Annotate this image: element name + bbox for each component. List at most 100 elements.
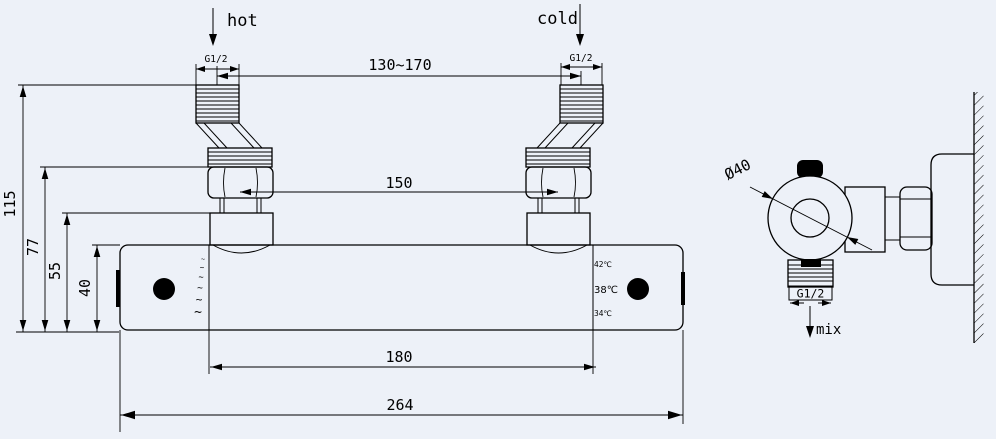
dim-arrow-icon: [822, 300, 831, 306]
left-knob-dot: [153, 278, 175, 300]
dim-arrow-icon: [593, 64, 602, 70]
hot-collar-thread-lines: [208, 151, 272, 165]
cold-connector-block: [526, 212, 591, 246]
right-knob-dot: [627, 278, 649, 300]
cold-neck-lines: [537, 198, 580, 213]
body-height-value: 40: [76, 279, 94, 297]
hot-connector-block: [209, 212, 274, 246]
wave-symbol: ~: [197, 283, 203, 294]
hot-thread-size-dim: G1/2: [195, 54, 240, 85]
cold-hex-nut: [525, 166, 592, 199]
hot-inlet-assembly: [195, 84, 274, 254]
total-width-dim-lines: [119, 330, 684, 432]
nut-span-dimension: 150: [240, 174, 558, 196]
mix-label: mix: [816, 322, 841, 338]
valve-body: ~ ~ ~ ~ ~ ~ 42℃ 38℃ 34℃: [116, 244, 685, 331]
outlet-seal-band: [801, 259, 821, 267]
cold-collar-thread-lines: [526, 151, 590, 165]
hot-nut-facets: [223, 167, 258, 198]
temp-mark-38: 38℃: [594, 285, 618, 296]
wave-symbols: ~ ~ ~ ~ ~ ~: [194, 255, 205, 320]
temp-mark-34: 34℃: [594, 309, 612, 318]
dim-arrow-icon: [561, 64, 570, 70]
cold-nut-facets: [541, 167, 576, 198]
hot-upper-thread-lines: [196, 88, 239, 122]
dim-arrow-icon: [584, 363, 595, 371]
dim-arrow-icon: [217, 72, 228, 80]
hot-hex-nut: [207, 166, 274, 199]
total-height-value: 115: [1, 190, 19, 217]
mix-flow-callout: mix: [806, 306, 841, 338]
cold-upper-thread-outline: [559, 84, 604, 124]
dim-arrow-icon: [761, 191, 773, 199]
hot-upper-thread-outline: [195, 84, 240, 124]
wave-symbol: ~: [198, 273, 203, 283]
dim-arrow-icon: [121, 410, 135, 420]
hot-neck-lines: [219, 198, 262, 213]
right-port-bar: [681, 272, 685, 305]
dim-arrow-icon: [790, 300, 799, 306]
dim-arrow-icon: [19, 320, 27, 331]
inner-width-dimension: 180: [208, 330, 596, 374]
dim-arrow-icon: [211, 363, 222, 371]
dim-arrow-icon: [19, 86, 27, 97]
dim-arrow-icon: [93, 246, 101, 257]
height-extension-lines: [16, 84, 210, 333]
inlet-span-dimension: 130~170: [216, 56, 582, 85]
dim-arrow-icon: [93, 320, 101, 331]
cold-arrow-icon: [576, 34, 584, 46]
dim-arrow-icon: [230, 66, 239, 72]
inlet-span-dim-lines: [216, 66, 582, 85]
mix-arrow-icon: [806, 326, 814, 338]
hot-connector-dome: [212, 244, 271, 254]
nut-height-value: 77: [24, 238, 42, 256]
diameter-value: Ø40: [722, 155, 754, 183]
outlet-g-half-box: [788, 285, 833, 301]
dim-arrow-icon: [41, 168, 49, 179]
side-top-button: [797, 160, 823, 178]
cold-offset-tube: [536, 122, 604, 149]
cold-g-half-label: G1/2: [570, 53, 593, 64]
total-width-value: 264: [386, 396, 413, 414]
dim-arrow-icon: [547, 188, 558, 196]
outlet-g-half-label: G1/2: [797, 287, 825, 301]
cold-flow-callout: cold: [537, 4, 584, 46]
wave-symbol: ~: [196, 293, 203, 306]
connector-height-value: 55: [46, 262, 64, 280]
temp-mark-42: 42℃: [594, 260, 612, 269]
side-view: Ø40 G1/2 mix: [722, 92, 984, 343]
outlet-thread-lines: [788, 264, 833, 282]
dim-arrow-icon: [41, 320, 49, 331]
wall-hatching: [974, 92, 984, 343]
height-dimensions: 115 77 55 40: [1, 84, 210, 333]
dim-arrow-icon: [63, 320, 71, 331]
temperature-scale: 42℃ 38℃ 34℃: [594, 260, 618, 318]
hot-offset-tube: [195, 122, 263, 149]
side-neck: [884, 196, 901, 241]
dim-arrow-icon: [570, 72, 581, 80]
wave-symbol: ~: [201, 255, 205, 263]
height-dim-lines: [22, 85, 98, 332]
wall-escutcheon: [930, 153, 974, 286]
hot-arrow-icon: [209, 34, 217, 46]
side-valve-inner-circle: [790, 198, 830, 238]
wave-symbol: ~: [194, 305, 202, 320]
nut-span-value: 150: [385, 174, 412, 192]
hot-g-half-label: G1/2: [205, 54, 228, 65]
dim-arrow-icon: [668, 410, 682, 420]
cold-upper-thread-lines: [560, 88, 603, 122]
side-nut-facets: [900, 198, 932, 238]
body-divider-lines: [208, 245, 594, 330]
cold-connector-dome: [529, 244, 588, 254]
cold-label: cold: [537, 9, 578, 29]
left-port-bar: [116, 270, 120, 307]
outlet-thread-size-dim: G1/2: [788, 285, 833, 306]
cold-inlet-assembly: [525, 84, 604, 254]
inner-width-value: 180: [385, 348, 412, 366]
dim-arrow-icon: [240, 188, 251, 196]
hot-flow-callout: hot: [209, 8, 258, 46]
hot-label: hot: [227, 11, 258, 31]
dim-arrow-icon: [196, 66, 205, 72]
